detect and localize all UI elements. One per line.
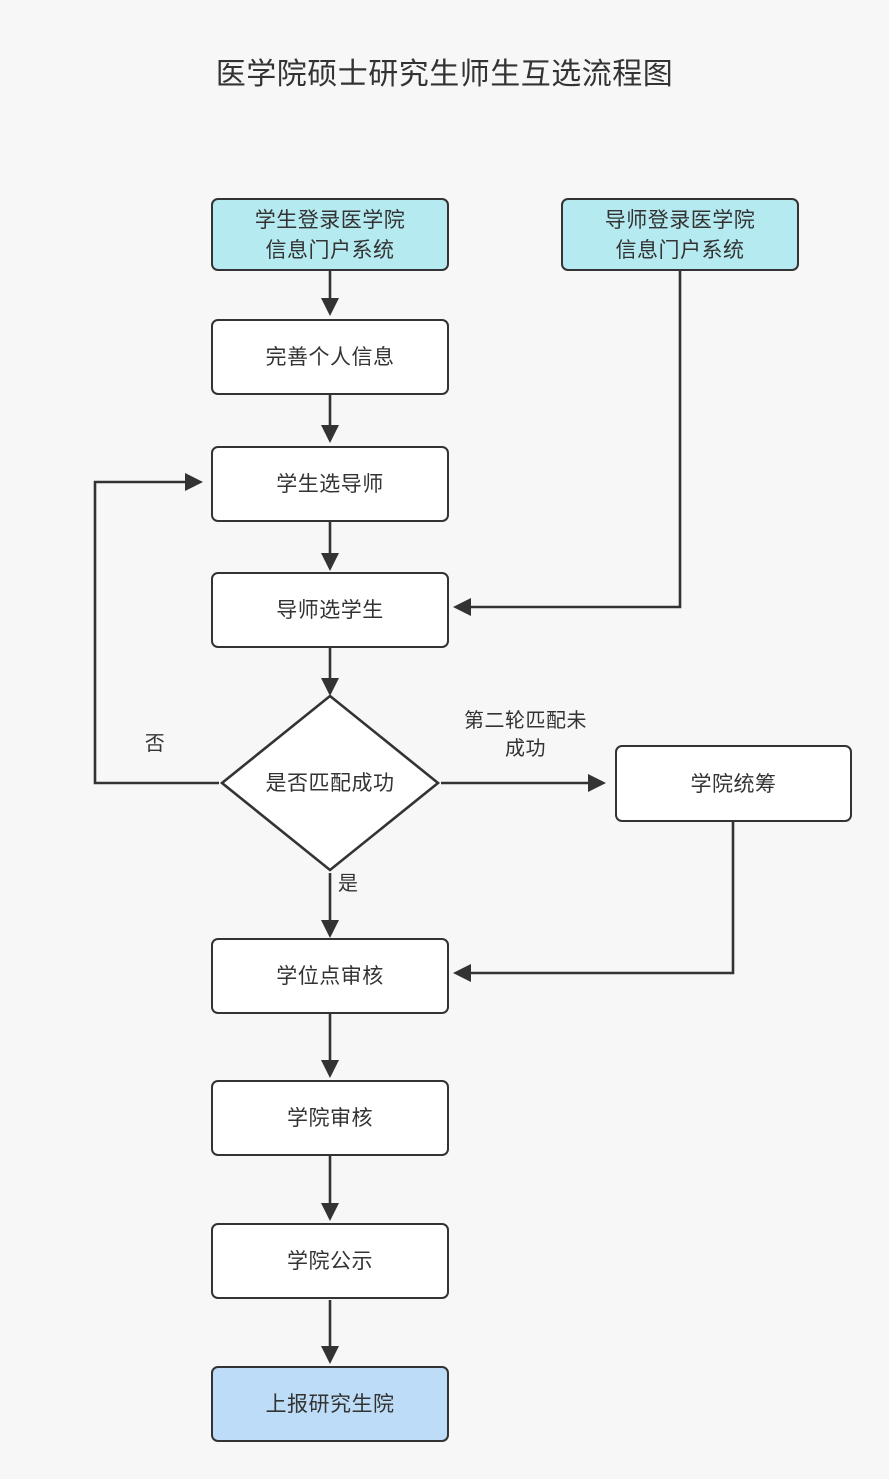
edge-college-arrange-to-degree-review — [452, 822, 735, 983]
node-complete-info[interactable]: 完善个人信息 — [211, 319, 449, 395]
node-college-notice-label: 学院公示 — [287, 1249, 373, 1273]
node-college-notice[interactable]: 学院公示 — [211, 1223, 449, 1299]
edge-teacher-login-to-teacher-picks — [452, 271, 682, 617]
node-student-login[interactable]: 学生登录医学院 信息门户系统 — [211, 198, 449, 271]
node-complete-info-label: 完善个人信息 — [265, 345, 395, 369]
node-match-decision[interactable]: 是否匹配成功 — [219, 693, 441, 873]
node-advisor-picks-student-label: 导师选学生 — [276, 598, 384, 622]
node-degree-point-review-label: 学位点审核 — [276, 964, 384, 988]
node-teacher-login-label: 导师登录医学院 信息门户系统 — [604, 207, 756, 262]
node-student-login-label: 学生登录医学院 信息门户系统 — [254, 207, 406, 262]
node-college-review-label: 学院审核 — [287, 1106, 373, 1130]
diamond-shape — [219, 694, 441, 872]
node-report-graduate-school[interactable]: 上报研究生院 — [211, 1366, 449, 1442]
node-college-review[interactable]: 学院审核 — [211, 1080, 449, 1156]
node-report-graduate-school-label: 上报研究生院 — [265, 1392, 395, 1416]
node-college-arrange-label: 学院统筹 — [690, 771, 777, 796]
node-college-arrange[interactable]: 学院统筹 — [615, 745, 852, 822]
node-student-picks-advisor[interactable]: 学生选导师 — [211, 446, 449, 522]
node-teacher-login[interactable]: 导师登录医学院 信息门户系统 — [561, 198, 799, 271]
edge-label-yes: 是 — [338, 871, 359, 895]
edge-label-no: 否 — [144, 731, 166, 755]
edge-label-second-round-failed: 第二轮匹配未 成功 — [464, 708, 587, 760]
page-title: 医学院硕士研究生师生互选流程图 — [215, 57, 674, 92]
node-match-decision-label: 是否匹配成功 — [265, 771, 395, 795]
node-advisor-picks-student[interactable]: 导师选学生 — [211, 572, 449, 648]
node-student-picks-advisor-label: 学生选导师 — [276, 472, 384, 496]
node-degree-point-review[interactable]: 学位点审核 — [211, 938, 449, 1014]
